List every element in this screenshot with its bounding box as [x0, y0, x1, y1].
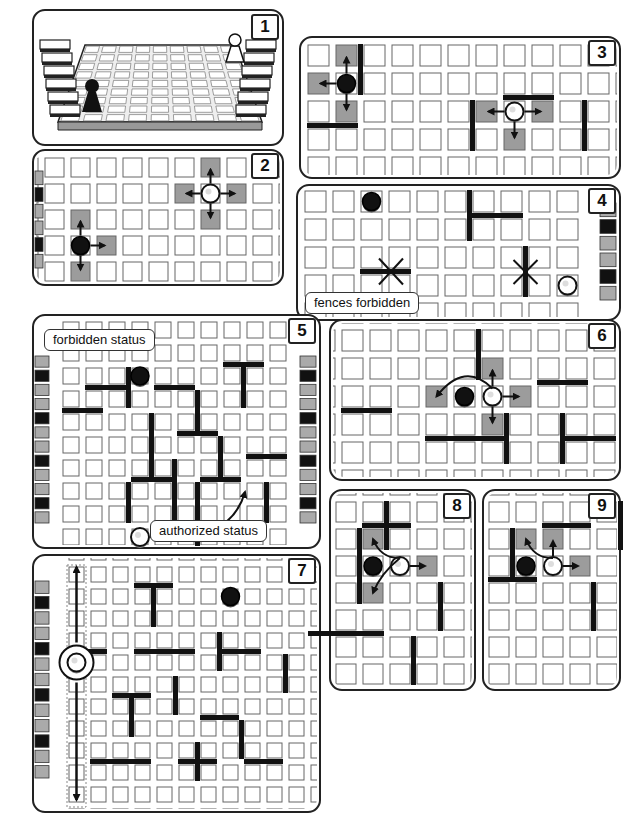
panel-number: 2	[251, 153, 279, 179]
panel-number: 6	[588, 323, 616, 349]
panel-number: 4	[588, 188, 616, 214]
panel-number: 1	[251, 14, 279, 40]
panel-number: 8	[443, 493, 471, 519]
panel-number: 3	[588, 40, 616, 66]
callout-label: authorized status	[150, 520, 267, 542]
callout-label: forbidden status	[44, 329, 155, 351]
panel-number: 9	[588, 493, 616, 519]
callout-label: fences forbidden	[305, 292, 419, 314]
panel-number: 5	[288, 318, 316, 344]
panel-number: 7	[288, 558, 316, 584]
